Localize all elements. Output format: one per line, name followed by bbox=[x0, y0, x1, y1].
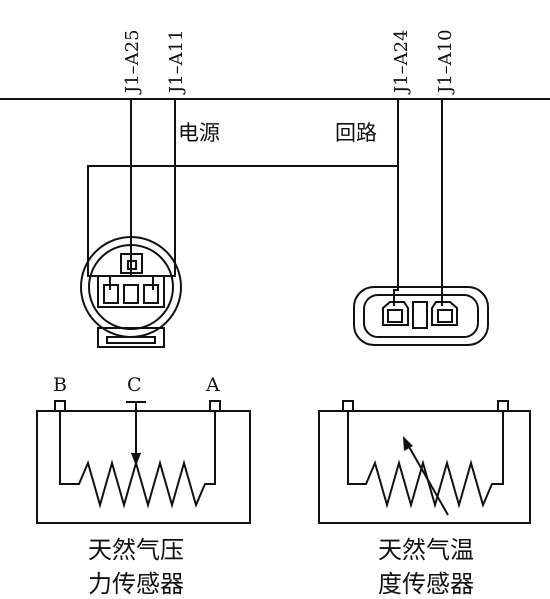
pin-label-a25: J1–A25 bbox=[122, 29, 143, 95]
pressure-sensor-caption-line1: 天然气压 bbox=[88, 536, 184, 564]
pressure-sensor-caption-line2: 力传感器 bbox=[88, 570, 184, 598]
pin-label-a24: J1–A24 bbox=[391, 29, 412, 95]
ground-label: 回路 bbox=[335, 121, 377, 145]
temperature-sensor-body bbox=[318, 400, 531, 524]
wiring-lines bbox=[87, 99, 443, 306]
pressure-sensor-connector bbox=[80, 236, 182, 348]
terminal-label-a: A bbox=[205, 374, 220, 396]
terminal-label-b: B bbox=[53, 374, 67, 396]
pin-label-a10: J1–A10 bbox=[435, 29, 456, 95]
pin-label-a11: J1–A11 bbox=[166, 29, 187, 95]
power-label: 电源 bbox=[178, 121, 220, 145]
temperature-sensor-connector bbox=[353, 286, 489, 346]
pressure-sensor-body bbox=[36, 400, 251, 524]
temperature-sensor-caption-line1: 天然气温 bbox=[378, 536, 474, 564]
temperature-sensor-caption-line2: 度传感器 bbox=[378, 570, 474, 598]
terminal-label-c: C bbox=[127, 374, 142, 396]
